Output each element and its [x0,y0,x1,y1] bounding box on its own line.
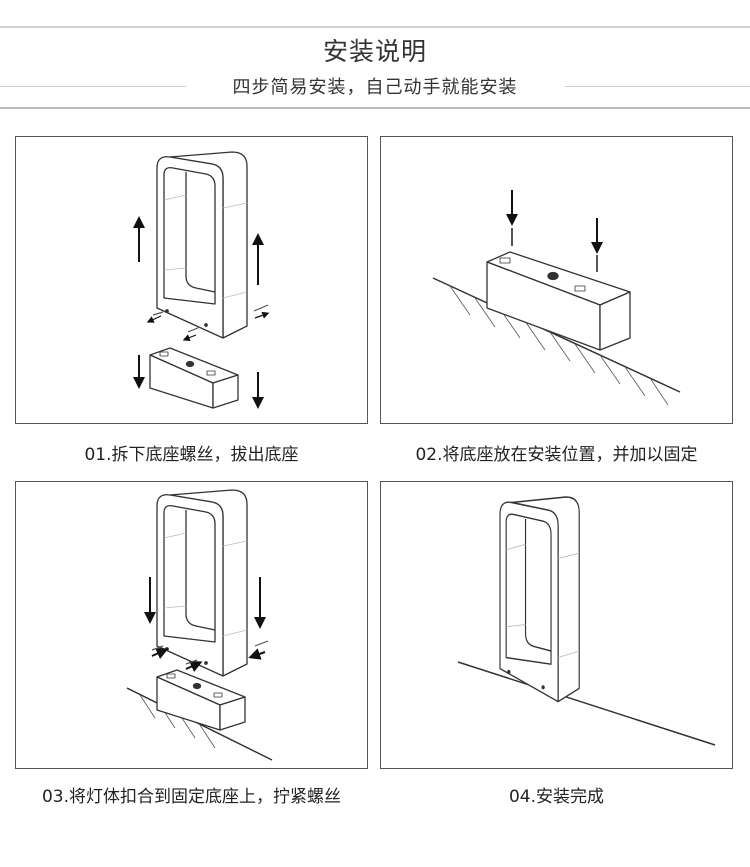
page-subtitle: 四步简易安装，自己动手就能安装 [232,77,518,98]
step-4-caption: 04.安装完成 [508,787,605,807]
subtitle-left-rule [0,86,186,87]
step-4-panel [380,481,733,769]
step-1-caption: 01.拆下底座螺丝，拔出底座 [84,445,299,465]
step-3-panel [15,481,368,769]
step-2-caption: 02.将底座放在安装位置，并加以固定 [415,445,698,465]
page-title: 安装说明 [322,37,427,66]
subtitle-right-rule [565,86,750,87]
step-1-panel [15,136,368,424]
header-bottom-divider [0,107,750,109]
step-3-caption: 03.将灯体扣合到固定底座上，拧紧螺丝 [41,787,342,807]
top-divider [0,26,750,28]
step-2-panel [380,136,733,424]
